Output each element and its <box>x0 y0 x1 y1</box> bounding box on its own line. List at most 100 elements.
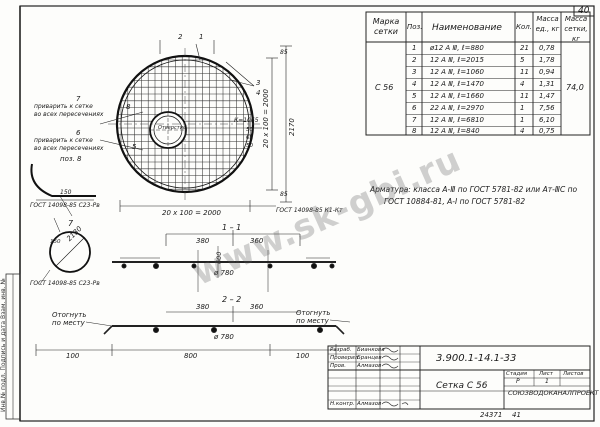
stage-value: Р <box>516 378 520 385</box>
row-pos: 6 <box>412 104 417 112</box>
section-2-2-lines <box>35 306 351 356</box>
row-mass: 1,78 <box>539 56 555 64</box>
section2-note-right-a: Отогнуть <box>296 309 331 317</box>
section2-dim-left: 380 <box>196 303 210 311</box>
row-qty: 1 <box>520 116 525 124</box>
section1-dim-left: 380 <box>196 237 210 245</box>
section2-dim-bottom-right: 100 <box>296 352 310 360</box>
mesh-plan <box>108 48 262 200</box>
pos8-dim: 150 <box>60 189 72 196</box>
row-pos: 1 <box>412 44 417 52</box>
section2-title: 2 – 2 <box>222 295 242 304</box>
plan-dim-height: 20 х 100 = 2000 <box>262 89 270 148</box>
header-name: Наименование <box>432 23 502 33</box>
side-stamp-text: Инв.№ подл. Подпись и дата Взам. инв. № <box>0 278 7 412</box>
weld-note-2b: во всех пересечениях <box>34 145 104 152</box>
sheet-number: 40 <box>578 6 590 16</box>
role-1: Разраб. <box>330 347 352 353</box>
row-qty: 21 <box>520 44 529 52</box>
section2-note-left-a: Отогнуть <box>52 311 87 319</box>
name-3: Алмазов <box>357 363 382 369</box>
row-qty: 4 <box>520 127 525 135</box>
row-pos: 7 <box>412 116 417 124</box>
section2-dim-right: 360 <box>250 303 264 311</box>
leader-5: 5 <box>132 143 137 151</box>
leader-3: 3 <box>256 79 261 87</box>
spec-table-grid <box>365 11 591 136</box>
pos8-detail <box>30 163 96 217</box>
row-qty: 5 <box>520 56 525 64</box>
section1-dim-d: ø 780 <box>214 269 234 277</box>
pos7-ring <box>39 217 91 285</box>
mesh-mark: С 56 <box>375 83 394 92</box>
doc-code: 3.900.1-14.1-33 <box>436 353 517 364</box>
row-name: 12 А Ⅲ, ℓ=1470 <box>430 80 484 88</box>
name-1: Бианкова <box>357 347 385 353</box>
name-5: Алмазов <box>357 401 382 407</box>
title-block-grid <box>327 345 591 410</box>
section2-note-left-b: по месту <box>52 319 85 327</box>
weld-note-2a: приварить к сетке <box>34 137 93 144</box>
pos7-dim-small: 150 <box>50 239 61 245</box>
name-2: Бранцев <box>357 355 382 361</box>
row-mass: 1,47 <box>539 92 555 100</box>
row-qty: 11 <box>520 92 529 100</box>
gost-plan-bottom: ГОСТ 14098-85 К1-Кт <box>276 207 343 214</box>
row-name: 12 А Ⅲ, ℓ=6810 <box>430 116 484 124</box>
col-stage: Стадия <box>506 371 528 377</box>
row-pos: 4 <box>412 80 417 88</box>
section1-title: 1 – 1 <box>222 223 242 232</box>
row-mass: 0,94 <box>539 68 555 76</box>
sheet-value: 1 <box>545 378 549 385</box>
leader-7: 7 <box>76 95 81 103</box>
gost-pos8: ГОСТ 14098-85 С23-Рв <box>30 202 100 209</box>
row-mass: 6,10 <box>539 116 555 124</box>
row-name: 22 А Ⅲ, ℓ=2970 <box>430 104 484 112</box>
role-2: Проверил <box>330 355 359 361</box>
pos8-title: поз. 8 <box>60 155 82 163</box>
plan-dimension-lines <box>99 40 292 212</box>
organization: СОЮЗВОДОКАНАЛПРОЕКТ <box>508 389 599 397</box>
leader-1: 1 <box>199 33 204 41</box>
drawing-title: Сетка С 56 <box>436 381 488 391</box>
row-pos: 8 <box>412 127 417 135</box>
signatures <box>381 347 409 407</box>
row-qty: 11 <box>520 68 529 76</box>
inventory-sheet: 41 <box>512 411 521 419</box>
row-name: ø12 А Ⅲ, ℓ=880 <box>430 44 484 52</box>
section2-note-right-b: по месту <box>296 317 329 325</box>
row-pos: 5 <box>412 92 417 100</box>
header-mass-unit: Масса ед., кг <box>535 15 560 33</box>
leader-2: 2 <box>178 33 183 41</box>
row-mass: 0,75 <box>539 127 555 135</box>
plan-dim-overall: 2170 <box>288 118 296 136</box>
col-sheets: Листов <box>563 371 584 377</box>
weld-note-1a: приварить к сетке <box>34 103 93 110</box>
plan-dim-top: 85 <box>280 49 288 56</box>
plan-dim-bottom: 85 <box>280 191 288 198</box>
row-name: 12 А Ⅲ, ℓ=840 <box>430 127 480 135</box>
pos7-title: 7 <box>68 219 74 228</box>
col-sheet: Лист <box>539 371 553 377</box>
section2-dim-bottom-total: 800 <box>184 352 198 360</box>
total-mass: 74,0 <box>566 83 584 92</box>
row-name: 12 А Ⅲ, ℓ=1660 <box>430 92 484 100</box>
note-line-1: Арматура: класса А-Ⅲ по ГОСТ 5781-82 или… <box>370 185 578 194</box>
role-3: Пров. <box>330 363 346 369</box>
header-mass-mesh: Масса сетки, кг <box>564 15 588 43</box>
hole-dim: К=1065 <box>234 117 259 124</box>
side-dim-2: 65 <box>246 135 253 141</box>
row-name: 12 А Ⅲ, ℓ=1060 <box>430 68 484 76</box>
section-1-1-lines <box>112 230 336 292</box>
plan-dim-width: 20 х 100 = 2000 <box>162 209 221 217</box>
row-mass: 0,78 <box>539 44 555 52</box>
role-5: Н.контр. <box>330 401 355 407</box>
row-mass: 1,31 <box>539 80 555 88</box>
section2-dim-bottom-left: 100 <box>66 352 80 360</box>
note-line-2: ГОСТ 10884-81, А-Ⅰ по ГОСТ 5781-82 <box>384 197 526 206</box>
hole-label: Отверстие <box>158 125 187 131</box>
header-pos: Поз. <box>407 23 423 31</box>
section2-dim-d: ø 780 <box>214 333 234 341</box>
